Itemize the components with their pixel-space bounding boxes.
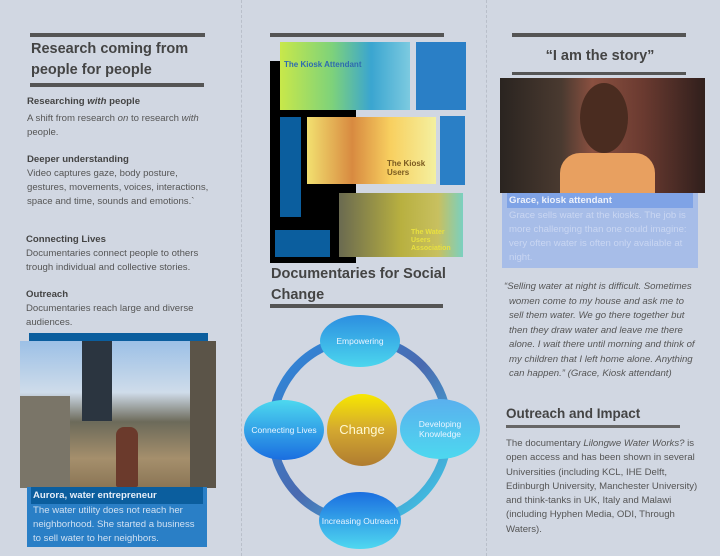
impact-body: The documentary Lilongwe Water Works? is… [506,438,698,535]
divider-bar [512,33,686,37]
film-still-kiosk-users: The Kiosk Users [307,117,436,184]
divider-bar [270,304,443,308]
node-connecting-lives: Connecting Lives [244,400,324,460]
node-developing-knowledge: Developing Knowledge [400,399,480,459]
aurora-photo [20,341,216,488]
node-empowering: Empowering [320,315,400,367]
panel-divider [486,0,487,556]
middle-title: Documentaries for Social Change [271,266,446,303]
section-outreach: Outreach Documentaries reach large and d… [26,289,194,328]
impact-title: Outreach and Impact [506,406,641,421]
film-label: The Kiosk Attendant [284,60,362,69]
water-tower [82,341,112,421]
grace-photo [500,78,705,193]
wall [20,396,70,488]
film-still-kiosk-attendant: The Kiosk Attendant [280,42,410,110]
right-title: “I am the story” [545,48,655,64]
caption-body: Grace sells water at the kiosks. The job… [509,210,687,263]
caption-title: Grace, kiosk attendant [507,193,693,208]
film-label: The Water Users Association [411,229,451,252]
shoulders [560,153,655,193]
divider-bar [506,425,680,428]
aurora-caption: Aurora, water entrepreneur The water uti… [27,487,207,547]
caption-body: The water utility does not reach her nei… [33,505,195,544]
collage-block [280,117,301,217]
divider-bar [270,33,444,37]
caption-title: Aurora, water entrepreneur [31,487,203,504]
divider-bar [512,72,686,75]
collage-block [440,116,465,185]
film-label: The Kiosk Users [387,159,426,177]
section-researching-with: Researching with people A shift from res… [27,96,199,138]
section-deeper-understanding: Deeper understanding Video captures gaze… [27,154,209,207]
collage-block [416,42,466,110]
node-increasing-outreach: Increasing Outreach [319,492,401,549]
wall [190,341,216,488]
divider-bar [30,33,205,37]
film-still-water-users-association: The Water Users Association [339,193,463,257]
person [116,427,138,487]
grace-caption: Grace, kiosk attendant Grace sells water… [502,193,698,268]
photo-frame-bar [29,333,208,343]
node-change: Change [327,394,397,466]
grace-quote: “Selling water at night is difficult. So… [504,281,695,379]
panel-divider [241,0,242,556]
left-title: Research coming from people for people [31,41,189,78]
face [580,83,628,153]
divider-bar [30,83,204,87]
collage-block [275,230,330,257]
section-connecting-lives: Connecting Lives Documentaries connect p… [26,234,199,273]
